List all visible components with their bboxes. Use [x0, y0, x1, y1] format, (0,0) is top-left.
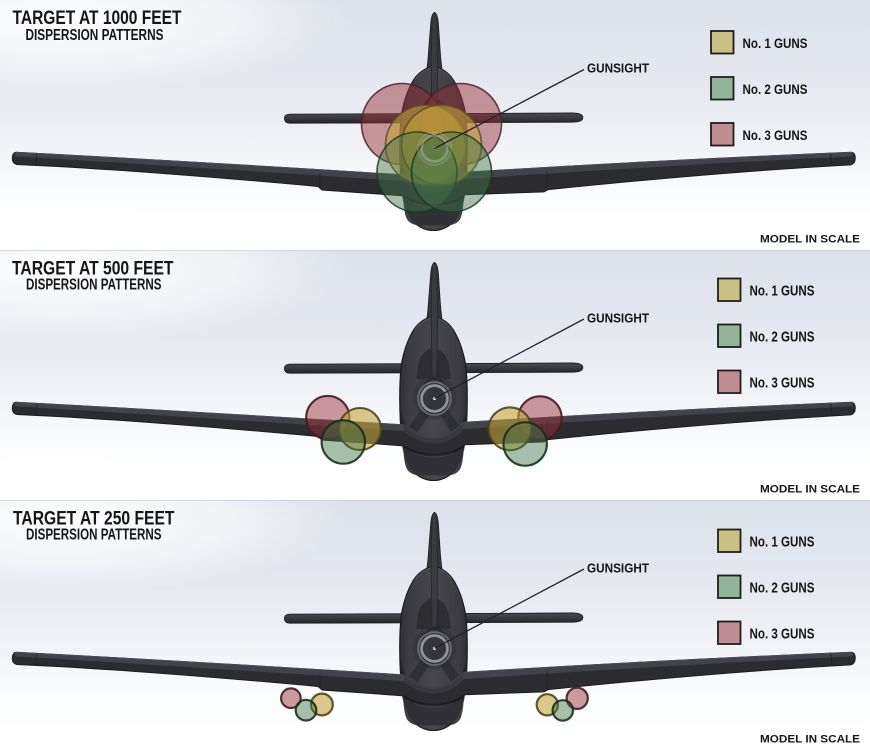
svg-text:GUNSIGHT: GUNSIGHT	[587, 61, 649, 76]
svg-text:TARGET AT 1000 FEET: TARGET AT 1000 FEET	[13, 7, 182, 29]
svg-text:DISPERSION PATTERNS: DISPERSION PATTERNS	[26, 277, 162, 294]
svg-text:DISPERSION PATTERNS: DISPERSION PATTERNS	[26, 27, 164, 44]
svg-text:GUNSIGHT: GUNSIGHT	[587, 561, 649, 576]
svg-text:DISPERSION PATTERNS: DISPERSION PATTERNS	[26, 527, 162, 544]
svg-text:TARGET AT 500 FEET: TARGET AT 500 FEET	[12, 258, 174, 280]
svg-text:TARGET AT 250 FEET: TARGET AT 250 FEET	[13, 508, 175, 530]
svg-text:MODEL IN SCALE: MODEL IN SCALE	[760, 234, 860, 246]
svg-text:MODEL IN SCALE: MODEL IN SCALE	[760, 734, 860, 746]
svg-text:GUNSIGHT: GUNSIGHT	[587, 311, 649, 326]
svg-text:MODEL IN SCALE: MODEL IN SCALE	[760, 484, 860, 496]
